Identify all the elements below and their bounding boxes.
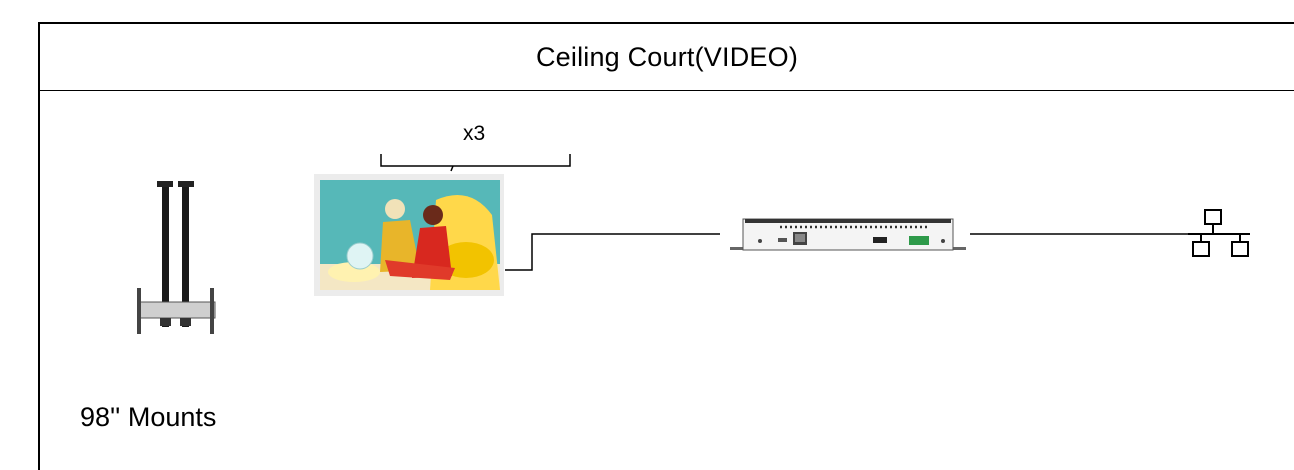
display-count: x3	[463, 122, 486, 145]
connection-line	[505, 233, 720, 271]
title-bar: Ceiling Court(VIDEO)	[40, 24, 1294, 91]
count-bracket	[380, 154, 571, 172]
media-player-icon	[730, 218, 966, 251]
network-icon	[1188, 209, 1250, 257]
diagram-frame: Ceiling Court(VIDEO)	[38, 22, 1294, 470]
mounts-label: 98'' Mounts	[80, 402, 217, 432]
ceiling-mount-icon	[137, 181, 216, 334]
display-photo	[314, 174, 504, 296]
page-title: Ceiling Court(VIDEO)	[535, 41, 799, 72]
